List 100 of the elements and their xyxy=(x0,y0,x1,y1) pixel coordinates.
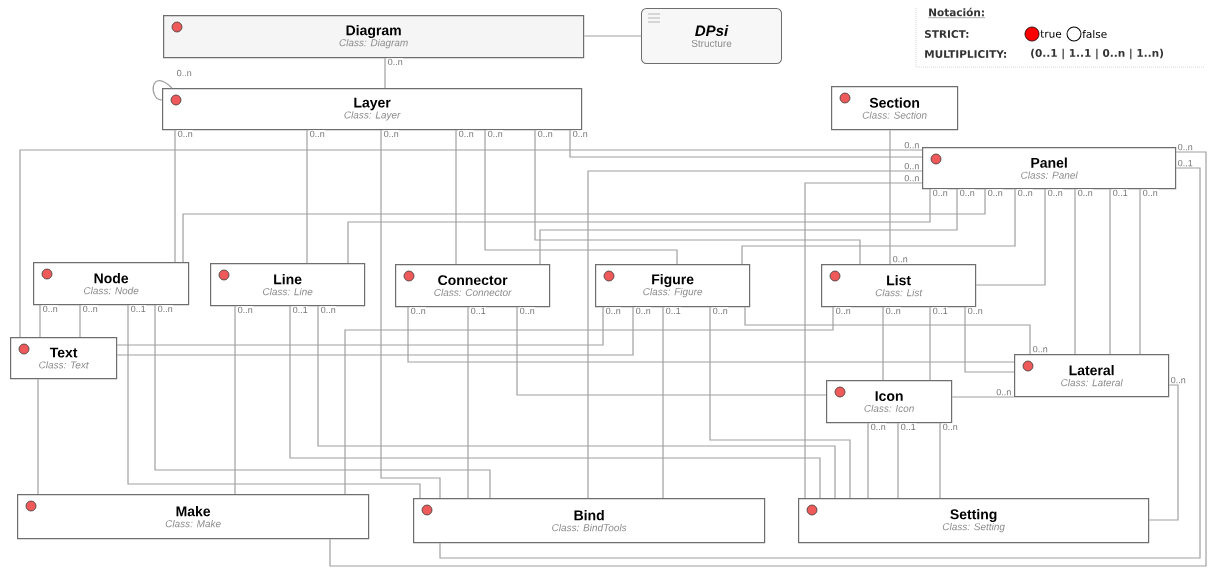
multiplicity-label: 0..n xyxy=(310,130,325,138)
multiplicity-label: 0..n xyxy=(321,306,336,314)
multiplicity-label: 0..n xyxy=(836,307,851,315)
association-line xyxy=(439,167,1201,559)
association-line xyxy=(882,306,884,381)
multiplicity-label: 0..n xyxy=(988,189,1003,197)
multiplicity-label: 0..n xyxy=(459,130,474,138)
multiplicity-label: 0..n xyxy=(968,307,983,315)
multiplicity-label: 0..1 xyxy=(1113,189,1128,197)
association-line xyxy=(407,306,1015,363)
association-line xyxy=(587,170,923,499)
multiplicity-label: 0..n xyxy=(384,130,399,138)
association-line xyxy=(1148,384,1179,521)
class-box: Section Class: Section xyxy=(831,86,959,131)
association-line xyxy=(174,129,176,263)
multiplicity-label: 0..1 xyxy=(471,307,486,315)
class-box: List Class: List xyxy=(821,264,977,308)
association-line xyxy=(347,188,931,264)
association-line xyxy=(116,306,604,346)
association-line xyxy=(467,306,469,499)
association-line xyxy=(384,57,386,89)
multiplicity-label: 0..1 xyxy=(293,306,308,314)
association-line xyxy=(744,306,1031,355)
multiplicity-label: 0..n xyxy=(83,305,98,313)
multiplicity-label: 0..n xyxy=(1048,189,1063,197)
association-line xyxy=(929,306,931,381)
multiplicity-label: 0..1 xyxy=(901,423,916,431)
class-box: Layer Class: Layer xyxy=(162,88,583,131)
association-line xyxy=(867,422,869,499)
multiplicity-label: 0..n xyxy=(1018,189,1033,197)
multiplicity-label: 0..n xyxy=(538,130,553,138)
multiplicity-label: 0..n xyxy=(893,255,908,263)
notation-text: MULTIPLICITY: xyxy=(925,50,1006,58)
class-box: Setting Class: Setting xyxy=(798,498,1150,544)
association-line xyxy=(19,149,923,338)
multiplicity-label: 0..n xyxy=(960,189,975,197)
association-line xyxy=(939,422,941,499)
association-line xyxy=(116,306,634,356)
association-line xyxy=(804,182,923,499)
association-line xyxy=(1109,188,1111,355)
multiplicity-label: 0..n xyxy=(488,130,503,138)
association-line xyxy=(583,35,642,37)
notation-text: STRICT: xyxy=(924,30,969,38)
multiplicity-label: 0..n xyxy=(886,307,901,315)
notation-text: Notación: xyxy=(928,7,986,18)
association-line xyxy=(380,129,441,499)
multiplicity-label: 0..n xyxy=(1178,143,1193,151)
association-line xyxy=(951,396,1015,398)
multiplicity-label: 0..n xyxy=(943,423,958,431)
multiplicity-label: 0..n xyxy=(904,162,919,170)
association-line xyxy=(234,305,236,495)
multiplicity-label: 0..n xyxy=(177,69,192,77)
association-line xyxy=(182,188,986,263)
multiplicity-label: 0..1 xyxy=(933,307,948,315)
class-box: Line Class: Line xyxy=(210,263,366,307)
association-line xyxy=(484,129,678,265)
association-line xyxy=(1074,188,1076,355)
multiplicity-label: 0..n xyxy=(933,189,948,197)
multiplicity-label: 0..n xyxy=(904,174,919,182)
multiplicity-label: 0..n xyxy=(636,307,651,315)
multiplicity-label: 0..n xyxy=(713,307,728,315)
multiplicity-label: 0..n xyxy=(1078,189,1093,197)
association-line xyxy=(964,306,1015,373)
association-line xyxy=(516,306,827,396)
association-line xyxy=(889,129,891,265)
multiplicity-label: 0..n xyxy=(1171,376,1186,384)
multiplicity-label: 0..1 xyxy=(131,305,146,313)
association-line xyxy=(539,188,958,265)
structure-box: DPsi Structure xyxy=(641,8,782,64)
association-line xyxy=(897,422,899,499)
association-line xyxy=(569,129,923,158)
association-line xyxy=(127,304,421,499)
association-line xyxy=(741,188,1016,265)
multiplicity-label: 0..1 xyxy=(666,307,681,315)
multiplicity-label: 0..n xyxy=(573,130,588,138)
class-box: Text Class: Text xyxy=(10,337,118,380)
class-box: Icon Class: Icon xyxy=(826,380,953,424)
multiplicity-label: 0..1 xyxy=(1178,159,1193,167)
association-line xyxy=(709,306,851,499)
multiplicity-label: 0..n xyxy=(996,388,1011,396)
legend-label: true xyxy=(1040,30,1062,38)
association-line xyxy=(152,80,173,101)
multiplicity-label: 0..n xyxy=(606,307,621,315)
association-line xyxy=(329,151,1207,567)
multiplicity-label: 0..n xyxy=(388,58,403,66)
association-line xyxy=(39,304,41,338)
class-box: Node Class: Node xyxy=(33,262,190,306)
association-line xyxy=(154,304,491,499)
multiplicity-label: 0..n xyxy=(158,305,173,313)
class-box: Panel Class: Panel xyxy=(922,147,1177,190)
association-line xyxy=(662,306,664,499)
multiplicity-label: 0..n xyxy=(178,130,193,138)
multiplicity-label: 0..n xyxy=(43,305,58,313)
class-box: Connector Class: Connector xyxy=(395,264,551,308)
class-box: Figure Class: Figure xyxy=(595,264,751,308)
multiplicity-label: 0..n xyxy=(520,307,535,315)
association-line xyxy=(1139,188,1141,355)
association-line xyxy=(534,129,861,265)
association-line xyxy=(37,378,39,495)
class-box: Bind Class: BindTools xyxy=(413,498,766,544)
